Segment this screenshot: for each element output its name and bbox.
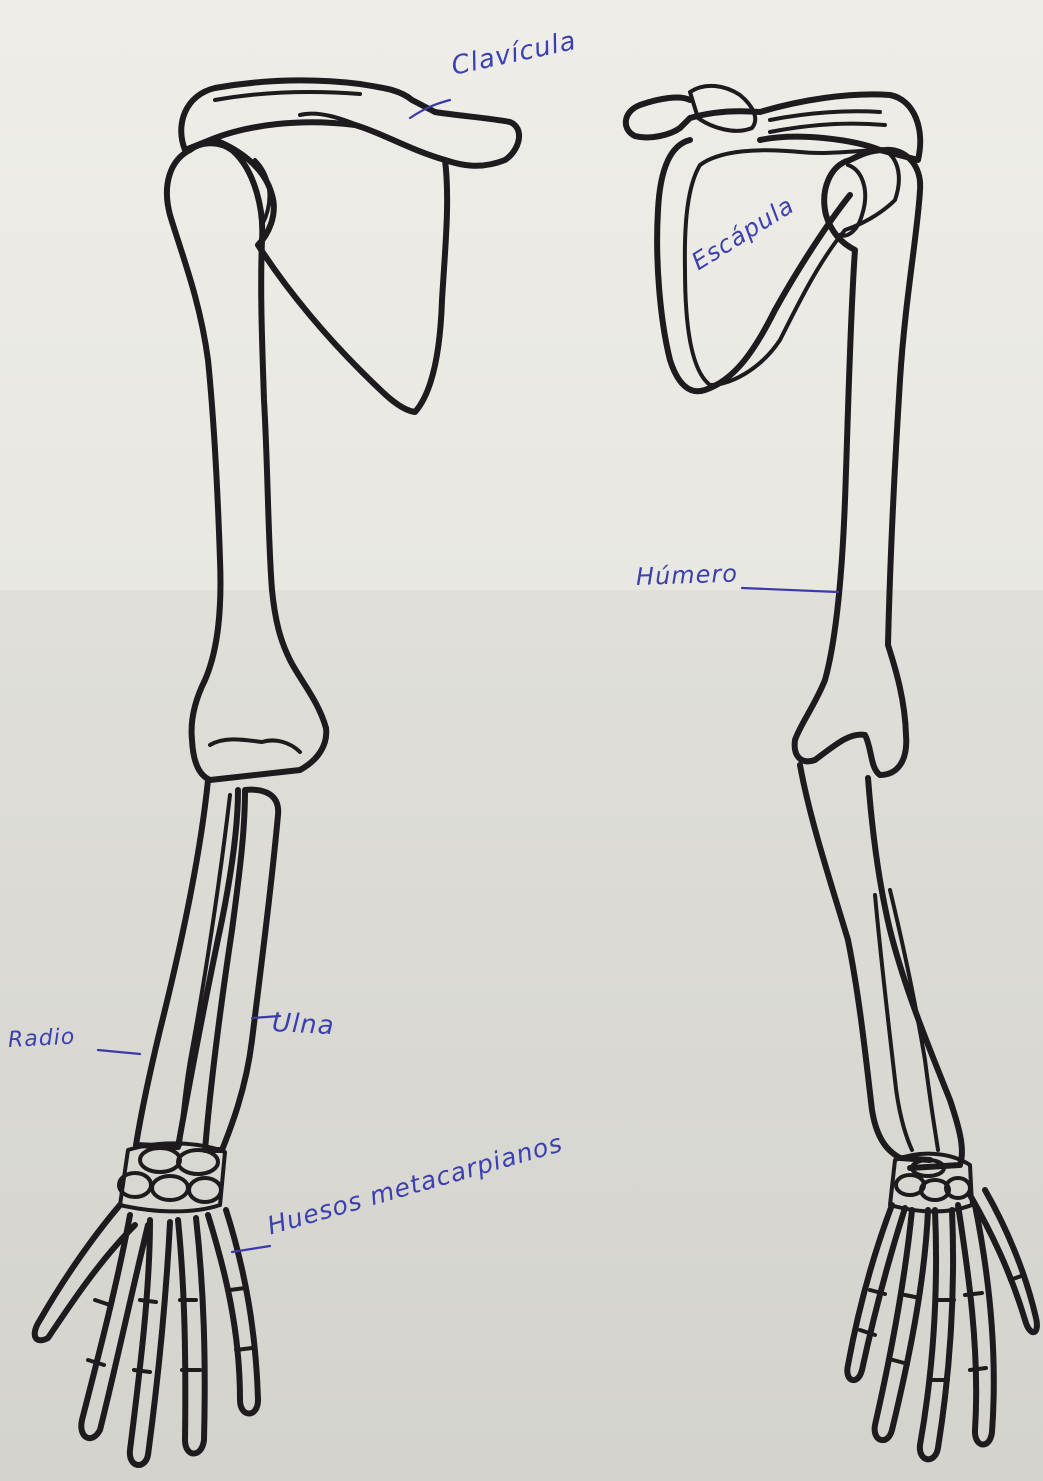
right-arm [626,86,1037,1460]
right-scapula-blade [685,150,899,385]
left-arm [35,81,519,1466]
left-ulna [205,790,278,1150]
right-fingers [847,1190,1037,1459]
right-clavicle-detail-1 [770,111,880,120]
leader-humero [742,588,838,592]
label-ulna: Ulna [271,1008,335,1041]
label-radio: Radio [7,1024,76,1052]
label-humero: Húmero [636,559,739,591]
left-clavicle-inner [215,92,360,100]
leader-radio [98,1050,140,1054]
left-fingers [35,1205,258,1465]
right-forearm-inner-2 [890,890,938,1150]
left-humerus-condyle [210,739,300,752]
left-carpals [119,1143,225,1211]
right-clavicle-detail-2 [770,124,885,132]
right-ulna [800,765,930,1160]
left-humerus [167,143,326,780]
